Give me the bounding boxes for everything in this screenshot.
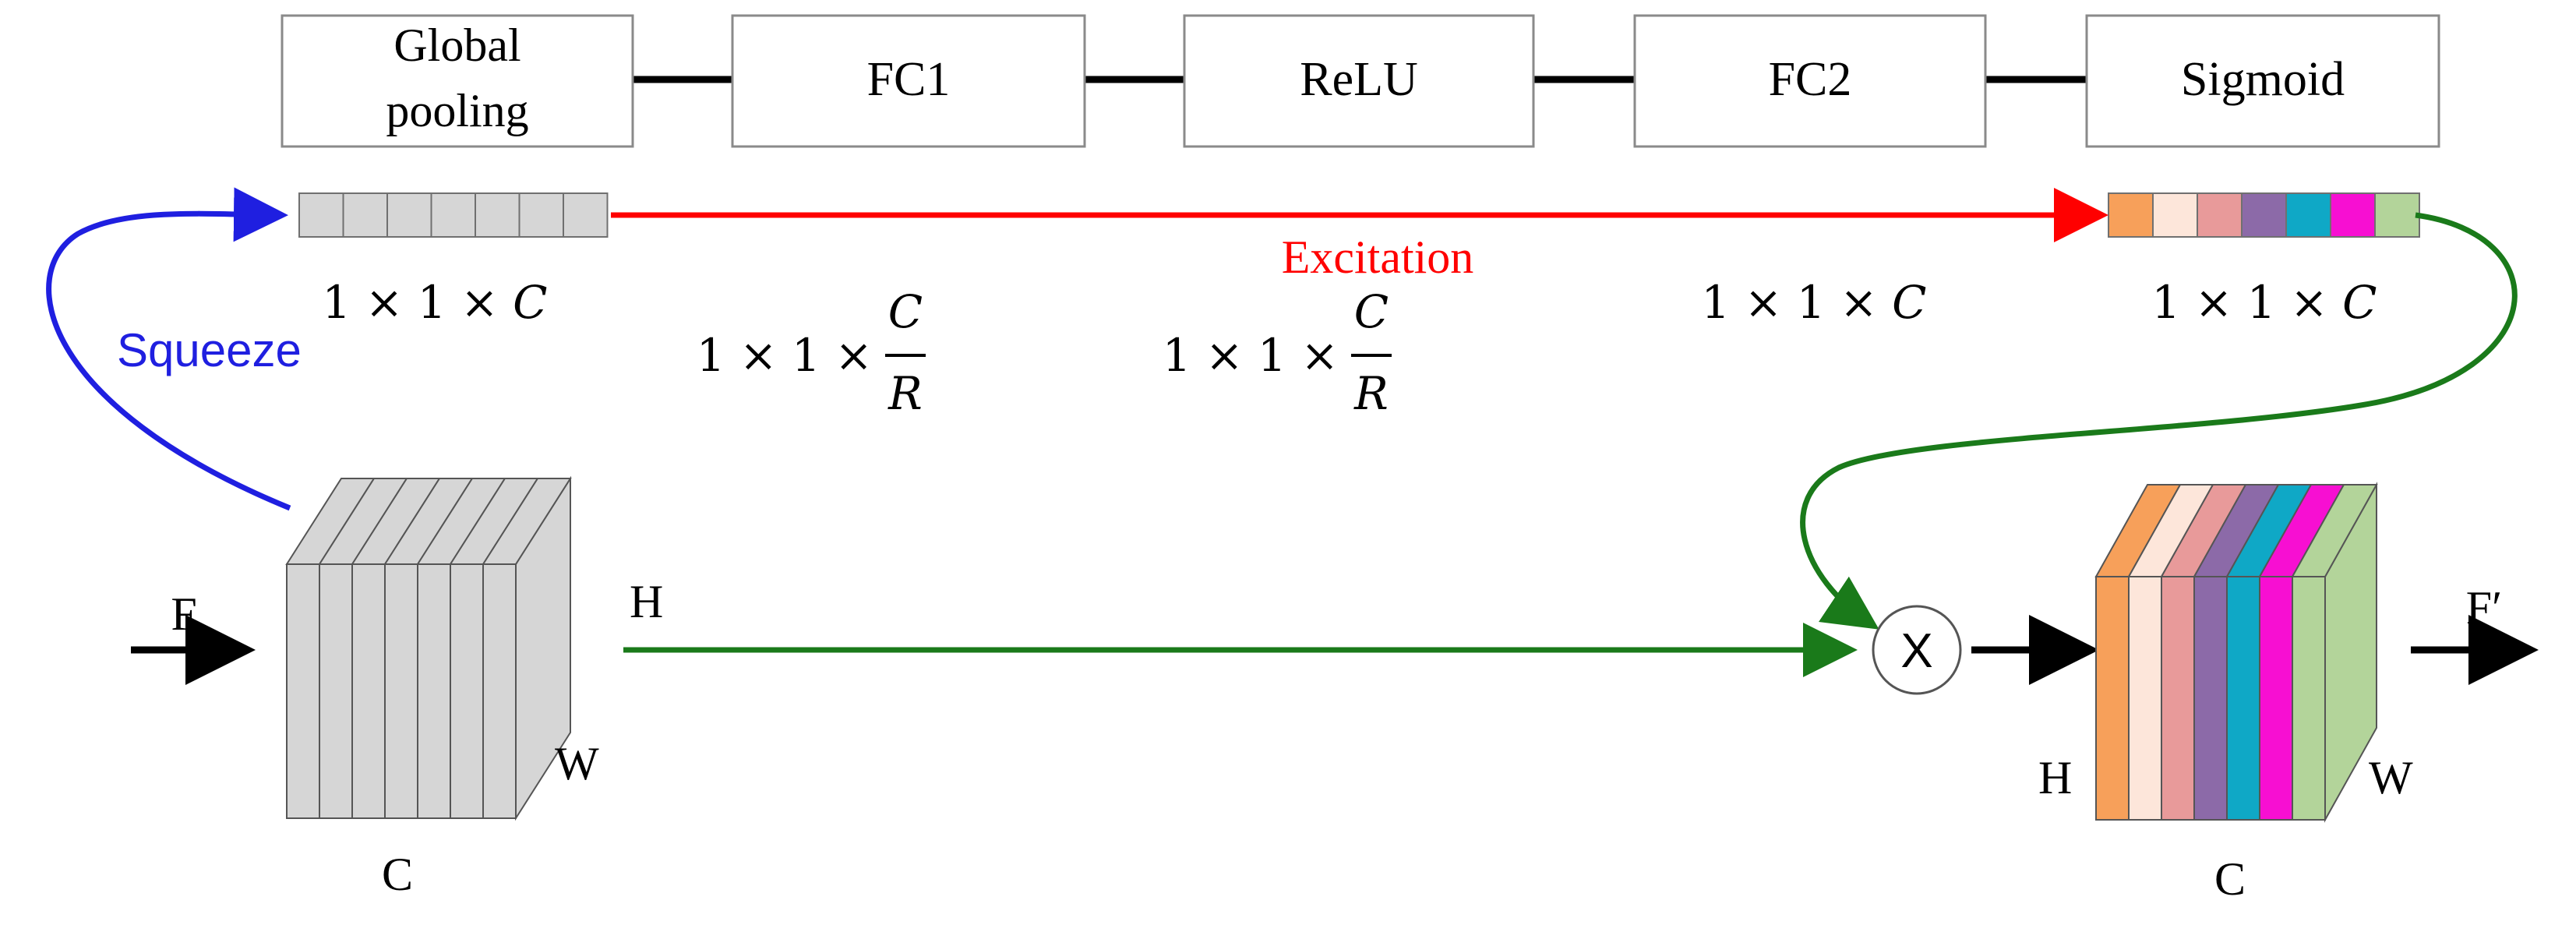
channel-weight-vector	[2108, 192, 2420, 238]
fc1-label: FC1	[867, 53, 951, 106]
fc1-box	[731, 14, 1086, 148]
weight-cell	[2374, 192, 2420, 238]
fc2-box	[1633, 14, 1987, 148]
svg-text:1 × 1 × C: 1 × 1 × C	[1701, 276, 1926, 329]
slice-front	[2193, 576, 2228, 821]
slice-front	[2226, 576, 2260, 821]
dim-after-fc1: 1 × 1 × C R	[697, 285, 926, 420]
global-pooling-label-line2: pooling	[386, 85, 528, 136]
slice-front	[417, 563, 451, 819]
vector-cell	[518, 192, 564, 238]
multiply-symbol: X	[1900, 624, 1932, 678]
input-feature-map	[285, 475, 572, 821]
dim-after-pooling: 1 × 1 × C	[322, 276, 547, 329]
vector-cell	[386, 192, 432, 238]
slice-front	[2095, 576, 2130, 821]
vector-cell	[563, 192, 609, 238]
squeeze-arrow	[46, 187, 291, 511]
weight-cell	[2152, 192, 2198, 238]
input-w-label: W	[555, 738, 599, 789]
sigmoid-box	[2085, 14, 2440, 148]
slice-front	[2128, 576, 2162, 821]
dim-var: C	[2342, 276, 2377, 329]
slice-front	[286, 563, 320, 819]
dim-var: C	[1892, 276, 1926, 329]
squeeze-label: Squeeze	[117, 324, 302, 376]
slice-front	[351, 563, 386, 819]
relu-box	[1183, 14, 1535, 148]
multiply-node	[1872, 605, 1962, 695]
dim-after-fc2: 1 × 1 × C	[1701, 276, 1926, 329]
vector-cell	[475, 192, 520, 238]
vector-cell	[430, 192, 476, 238]
input-f-label: F	[171, 588, 196, 640]
weight-cell	[2197, 192, 2243, 238]
dim-after-sigmoid: 1 × 1 × C	[2151, 276, 2377, 329]
weight-cell	[2285, 192, 2331, 238]
svg-text:1 × 1 × C: 1 × 1 × C	[2151, 276, 2377, 329]
dim-numerator: C	[1354, 285, 1389, 338]
dim-prefix: 1 × 1 ×	[1163, 329, 1339, 382]
slice-front	[2259, 576, 2293, 821]
output-feature-map	[2094, 482, 2378, 823]
global-pooling-box	[281, 14, 634, 148]
excitation-label: Excitation	[1282, 231, 1474, 283]
dim-prefix: 1 × 1 ×	[697, 329, 873, 382]
dim-after-relu: 1 × 1 × C R	[1163, 285, 1392, 420]
sigmoid-label: Sigmoid	[2181, 53, 2345, 106]
dim-prefix: 1 × 1 ×	[1701, 276, 1892, 329]
dim-denominator: R	[1353, 367, 1389, 420]
input-c-label: C	[382, 849, 413, 900]
output-w-label: W	[2369, 752, 2413, 803]
slice-front	[2161, 576, 2195, 821]
output-c-label: C	[2214, 853, 2246, 905]
dim-numerator: C	[888, 285, 923, 338]
squeezed-vector	[298, 192, 609, 238]
output-h-label: H	[2038, 752, 2072, 803]
relu-label: ReLU	[1300, 53, 1418, 106]
dim-var: C	[513, 276, 547, 329]
weight-cell	[2108, 192, 2154, 238]
weight-cell	[2330, 192, 2376, 238]
dim-prefix: 1 × 1 ×	[322, 276, 513, 329]
output-f-label: F′	[2466, 582, 2503, 634]
slice-front	[384, 563, 418, 819]
global-pooling-label-line1: Global	[393, 19, 520, 71]
scale-arrow	[1800, 212, 2518, 630]
svg-text:1 × 1 × C: 1 × 1 × C	[322, 276, 547, 329]
fc2-label: FC2	[1769, 53, 1852, 106]
slice-front	[482, 563, 517, 819]
dim-denominator: R	[887, 367, 923, 420]
slice-front	[450, 563, 484, 819]
pipeline: Global pooling FC1 ReLU FC2 Sigmoid	[281, 14, 2440, 148]
dim-prefix: 1 × 1 ×	[2151, 276, 2342, 329]
slice-front	[319, 563, 353, 819]
vector-cell	[342, 192, 388, 238]
vector-cell	[298, 192, 344, 238]
weight-cell	[2241, 192, 2287, 238]
input-h-label: H	[630, 576, 663, 627]
slice-front	[2292, 576, 2326, 821]
